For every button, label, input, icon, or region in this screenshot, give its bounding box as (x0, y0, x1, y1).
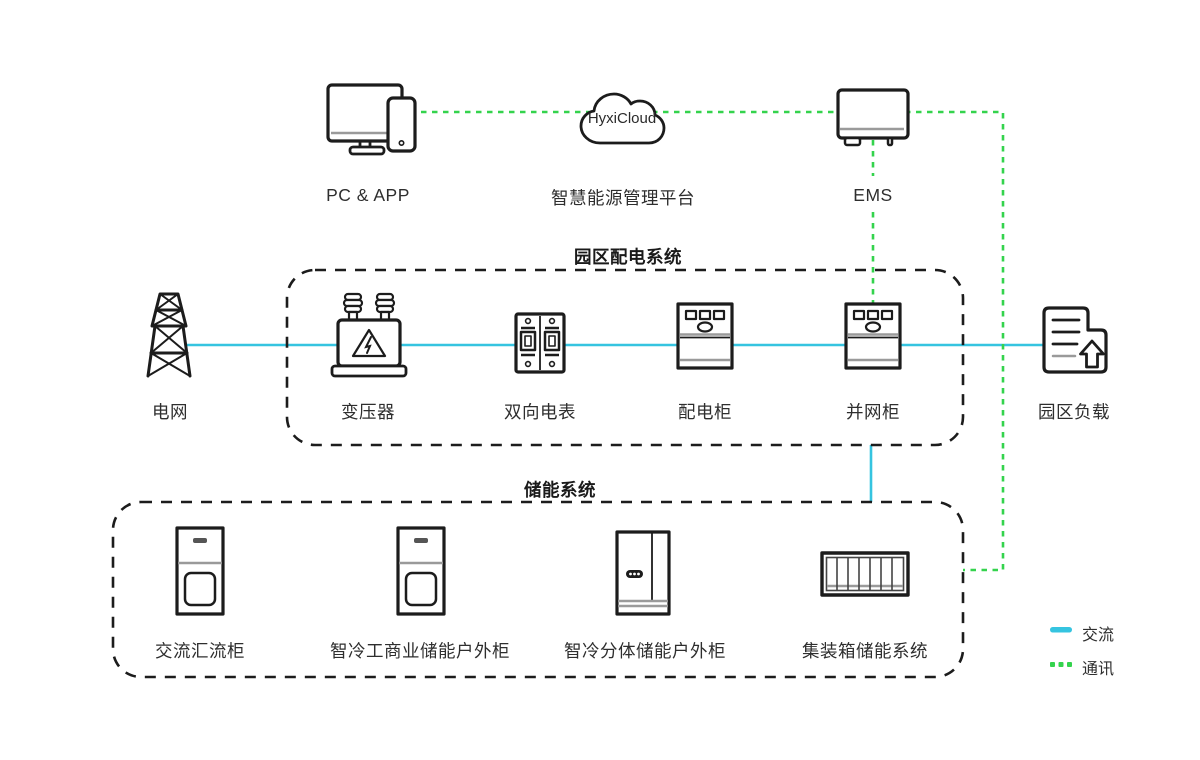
comm-main-line (410, 110, 1005, 572)
platform-label: 智慧能源管理平台 (551, 188, 695, 208)
distribution-cabinet-label: 配电柜 (678, 402, 732, 422)
grid-connection-cabinet-label: 并网柜 (846, 402, 900, 422)
monitor-phone-icon (326, 83, 417, 156)
meter-label: 双向电表 (504, 402, 576, 422)
ems-label: EMS (853, 185, 893, 205)
split-storage-label: 智冷分体储能户外柜 (564, 641, 726, 661)
transformer-label: 变压器 (341, 402, 395, 422)
storage-cabinet-icon (175, 526, 225, 616)
container-storage-label: 集装箱储能系统 (802, 641, 928, 661)
split-cabinet-icon (615, 530, 671, 616)
ac-line-swatch (1050, 627, 1072, 633)
grid-label: 电网 (152, 402, 188, 422)
cloud-brand-text: HyxiCloud (587, 110, 657, 127)
transformer-icon (330, 292, 408, 378)
distribution-system-box (285, 268, 965, 447)
ac-bus-lines (186, 343, 1043, 502)
ac-combiner-label: 交流汇流柜 (155, 641, 245, 661)
power-cabinet-icon (676, 302, 734, 370)
legend-comm-label: 通讯 (1082, 661, 1115, 678)
ems-box-icon (836, 88, 910, 147)
load-document-icon (1042, 306, 1108, 374)
container-icon (820, 551, 910, 597)
storage-system-title: 储能系统 (524, 480, 596, 500)
comm-lines (410, 110, 1005, 572)
power-cabinet-icon (844, 302, 902, 370)
pc-app-label: PC & APP (326, 185, 410, 205)
commercial-storage-label: 智冷工商业储能户外柜 (330, 641, 510, 661)
bidirectional-meter-icon (514, 312, 566, 374)
storage-cabinet-icon (396, 526, 446, 616)
legend-ac-label: 交流 (1082, 627, 1115, 644)
distribution-system-title: 园区配电系统 (574, 247, 682, 267)
park-load-label: 园区负载 (1038, 402, 1110, 422)
legend-swatches (1050, 627, 1072, 667)
comm-line-swatch (1050, 662, 1072, 667)
cloud-icon (579, 92, 666, 145)
transmission-tower-icon (146, 292, 192, 378)
